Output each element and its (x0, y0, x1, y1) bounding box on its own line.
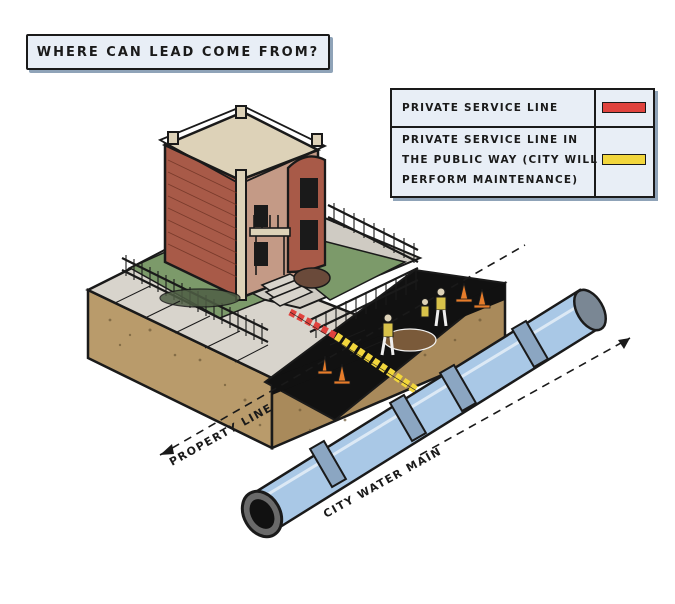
page-title: WHERE CAN LEAD COME FROM? (36, 44, 320, 60)
corner-pilaster (235, 169, 247, 301)
brick-lines (167, 159, 238, 278)
water-main-line-arrow (618, 338, 630, 349)
legend-row-private: PRIVATE SERVICE LINE (392, 90, 653, 128)
legend-label-public-2: THE PUBLIC WAY (CITY WILL (402, 154, 599, 166)
public-way-service-line (333, 332, 431, 402)
traffic-cone (455, 282, 473, 303)
legend-divider (594, 90, 596, 196)
worker (420, 298, 430, 318)
bay-window (286, 155, 327, 274)
front-window-upper (254, 205, 268, 227)
traffic-cones (317, 282, 491, 385)
service-line-outline (289, 311, 429, 399)
bay-window-upper-glass (300, 178, 318, 208)
pipe-couplings (308, 319, 550, 489)
cornice (157, 105, 328, 186)
bay-window-lower-glass (300, 220, 318, 250)
porch (249, 215, 291, 275)
legend: PRIVATE SERVICE LINE PRIVATE SERVICE LIN… (390, 88, 655, 198)
traffic-cone (473, 288, 491, 309)
legend-label-private: PRIVATE SERVICE LINE (402, 102, 559, 114)
chimney-right (311, 133, 323, 147)
legend-swatch-yellow (602, 154, 646, 165)
sidewalk-joints (114, 285, 386, 363)
legend-label-public-3: PERFORM MAINTENANCE) (402, 174, 579, 186)
water-main-line (419, 337, 631, 456)
traffic-cone (317, 355, 333, 375)
worker (434, 287, 448, 327)
water-main (240, 288, 607, 539)
shrub (293, 267, 331, 289)
pipe-end-cap (573, 288, 607, 332)
house (157, 105, 331, 308)
property-line-arrow-left (160, 444, 174, 455)
worker (380, 313, 395, 356)
property-line (159, 244, 526, 456)
title-box: WHERE CAN LEAD COME FROM? (26, 34, 330, 70)
chimney-left (167, 131, 179, 145)
chimney-top (235, 105, 247, 119)
traffic-cone (333, 363, 351, 385)
workers (380, 287, 448, 356)
front-window-lower (254, 242, 268, 266)
hedge (159, 288, 241, 308)
legend-swatch-red (602, 102, 646, 113)
legend-label-public-1: PRIVATE SERVICE LINE IN (402, 134, 579, 146)
